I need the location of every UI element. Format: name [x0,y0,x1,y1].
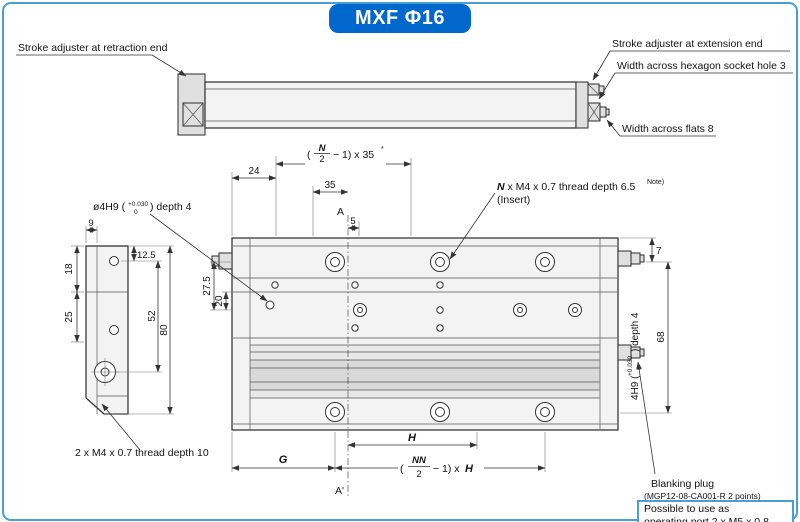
dowel-suffix: ) depth 4 [150,201,192,213]
dim-9: 9 [88,218,93,229]
plan-body [231,237,619,431]
key-prefix: 4H9 ( [630,375,641,400]
plan-right-port-mid [617,344,645,361]
key-suffix: ) depth 4 [630,312,641,352]
dim-g: G [279,454,288,466]
dim-18: 18 [64,263,75,275]
dowel-tol-top: +0.030 [128,201,148,208]
plan-body-lines [233,238,617,430]
section-label-a-prime: A' [335,485,344,497]
end-view-outline [85,245,129,415]
leader-width-flats [606,119,621,137]
dimensions-left: 9 18 25 12.5 52 80 27.5 20 2 [64,218,232,459]
side-view-callouts: Stroke adjuster at retraction end Stroke… [16,38,793,137]
label-thread-top: N x M4 x 0.7 thread depth 6.5 [497,181,636,193]
pitch-bottom-numerator: NN [412,455,427,466]
blanking-plug-title: Blanking plug [651,478,714,490]
dowel-hole [265,300,275,310]
leader-thread-bottom [101,403,141,451]
pitch-bottom-open: ( [400,463,404,475]
thread-rest: x M4 x 0.7 thread depth 6.5 [505,181,636,193]
mounting-holes [265,252,582,422]
retraction-adjuster [182,102,204,127]
operating-port-note: Possible to use as operating port 2 x M5… [637,500,794,522]
dim-35: 35 [324,180,336,191]
thread-note-mark: Note) [647,179,664,186]
blanking-callout: Blanking plug (MGP12-08-CA001-R 2 points… [636,361,761,501]
port-note-line1: Possible to use as [644,503,730,515]
pitch-bottom-rest: − 1) x [433,463,460,475]
extension-adjuster [587,83,605,96]
blanking-plug-detail: (MGP12-08-CA001-R 2 points) [644,491,761,501]
label-stroke-adjuster-extension: Stroke adjuster at extension end [612,38,763,50]
leader-retraction [151,54,187,77]
pitch-bottom-h: H [465,463,474,475]
label-hex-socket: Width across hexagon socket hole 3 [617,60,786,72]
side-view [177,73,610,136]
leader-extension [592,50,611,81]
plan-view [211,215,645,498]
pitch-bottom-denominator: 2 [416,469,421,480]
dimensions-top: ( N 2 − 1) x 35 * 24 35 A 5 N x M4 x 0.7… [231,143,664,260]
right-end-plate [575,81,589,129]
dim-52: 52 [147,310,158,322]
dim-12-5: 12.5 [137,250,156,261]
cylinder-body [204,81,577,129]
plan-right-port-top [617,250,645,267]
key-tol-top: +0.030 [627,356,634,376]
label-thread-bottom: 2 x M4 x 0.7 thread depth 10 [75,447,209,459]
leader-dowel-hole [149,213,268,302]
pitch-top-note-mark: * [381,146,384,153]
leader-thread-top [449,192,496,260]
dimensions-bottom: H G ( NN 2 − 1) x H A' [231,432,546,497]
dim-20: 20 [214,295,225,307]
end-view [85,245,129,415]
thread-n: N [497,181,505,193]
plan-left-adjuster [211,252,233,270]
dim-5: 5 [350,216,355,227]
section-label-a: A [337,206,344,218]
pitch-top-numerator: N [319,143,327,154]
model-banner: MXF Φ16 [329,4,471,33]
label-stroke-adjuster-retraction: Stroke adjuster at retraction end [18,42,168,54]
dim-7: 7 [656,246,662,257]
leader-blanking-plug [636,361,656,475]
dowel-tol-bot: 0 [134,209,138,216]
dim-80: 80 [159,324,170,336]
label-width-flats: Width across flats 8 [622,123,714,135]
port-note-line2: operating port 2 x M5 x 0.8 [644,515,769,522]
dim-24: 24 [248,166,260,177]
pitch-top-open: ( [307,149,311,161]
dowel-prefix: ø4H9 ( [93,201,126,213]
pitch-top-rest: − 1) x 35 [333,149,374,161]
dim-27-5: 27.5 [202,276,213,296]
label-insert: (Insert) [497,194,530,206]
dim-25: 25 [64,311,75,323]
dim-68: 68 [656,331,667,343]
dim-h: H [408,432,417,444]
hole-callouts: ø4H9 ( +0.030 0 ) depth 4 [93,201,268,302]
pitch-top-denominator: 2 [319,154,324,165]
leader-hex-socket [598,72,616,100]
hex-nut [587,102,610,122]
